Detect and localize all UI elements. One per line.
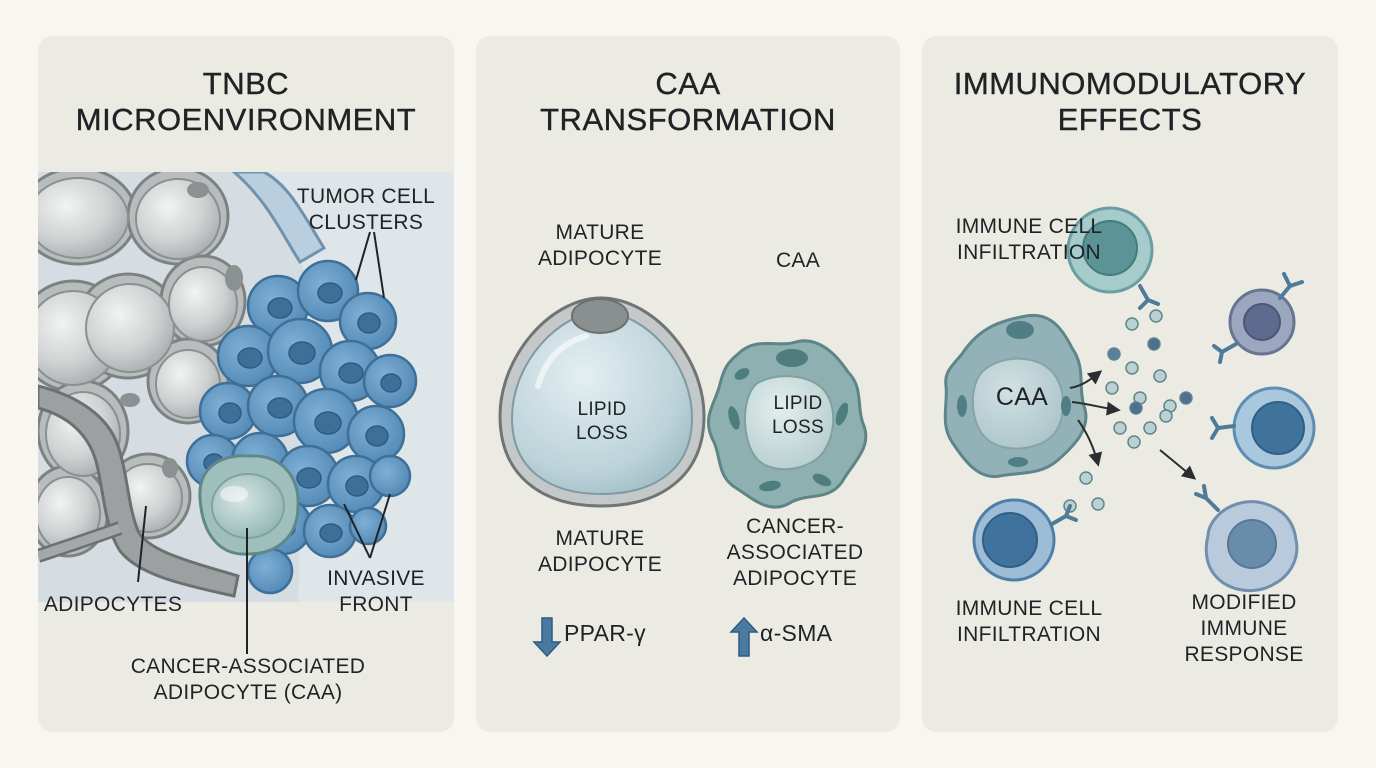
label-invasive-front: INVASIVE FRONT <box>327 567 425 616</box>
blood-vessel <box>38 172 327 598</box>
panel-tnbc-microenvironment: TNBC MICROENVIRONMENT <box>38 36 454 732</box>
panel-title: TNBC MICROENVIRONMENT <box>75 66 417 137</box>
modified-immune-cell <box>1194 484 1299 592</box>
mature-adipocyte-cell <box>498 296 706 508</box>
label-immune-cell-infiltration-bottom: IMMUNE CELL INFILTRATION <box>955 597 1103 646</box>
label-caa: CANCER-ASSOCIATED ADIPOCYTE (CAA) <box>130 655 366 704</box>
immune-cell-right <box>1210 386 1316 470</box>
label-modified-immune-response: MODIFIED IMMUNE RESPONSE <box>1184 591 1304 666</box>
arrow-down-icon <box>532 617 562 658</box>
immune-cell-bottom-left <box>972 498 1078 582</box>
caa-cell <box>943 313 1088 478</box>
immunomodulation-illustration <box>943 206 1316 592</box>
label-alpha-sma: α-SMA <box>760 620 833 646</box>
panel-title: CAA TRANSFORMATION <box>540 66 836 137</box>
leader-lines <box>137 231 391 654</box>
caa-cell <box>198 454 300 556</box>
label-caa-center: CAA <box>995 383 1049 411</box>
panel-immunomodulatory-effects: IMMUNOMODULATORY EFFECTS <box>922 36 1338 732</box>
label-mature-adipocyte-bottom: MATURE ADIPOCYTE <box>537 527 663 576</box>
immune-cell-top <box>1066 206 1160 310</box>
label-immune-cell-infiltration-top: IMMUNE CELL INFILTRATION <box>955 215 1103 264</box>
label-lipid-loss-right: LIPID LOSS <box>772 393 824 438</box>
label-cancer-associated-adipocyte: CANCER- ASSOCIATED ADIPOCYTE <box>726 515 864 590</box>
cytokine-particles <box>1063 309 1193 513</box>
caa-transformation-illustration <box>498 296 868 658</box>
panel-caa-transformation: CAA TRANSFORMATION <box>476 36 900 732</box>
signal-arrows <box>1069 370 1197 480</box>
label-caa-top: CAA <box>775 249 821 272</box>
arrow-up-icon <box>729 616 759 657</box>
label-tumor-cell-clusters: TUMOR CELL CLUSTERS <box>296 185 436 234</box>
label-mature-adipocyte-top: MATURE ADIPOCYTE <box>537 221 663 270</box>
label-adipocytes: ADIPOCYTES <box>43 593 183 616</box>
label-ppar-gamma: PPAR-γ <box>564 620 646 646</box>
tnbc-illustration <box>38 172 454 654</box>
panel-title: IMMUNOMODULATORY EFFECTS <box>953 66 1307 137</box>
label-lipid-loss-left: LIPID LOSS <box>576 399 628 444</box>
caa-cell <box>706 339 868 509</box>
immune-cell-top-right <box>1212 272 1304 364</box>
